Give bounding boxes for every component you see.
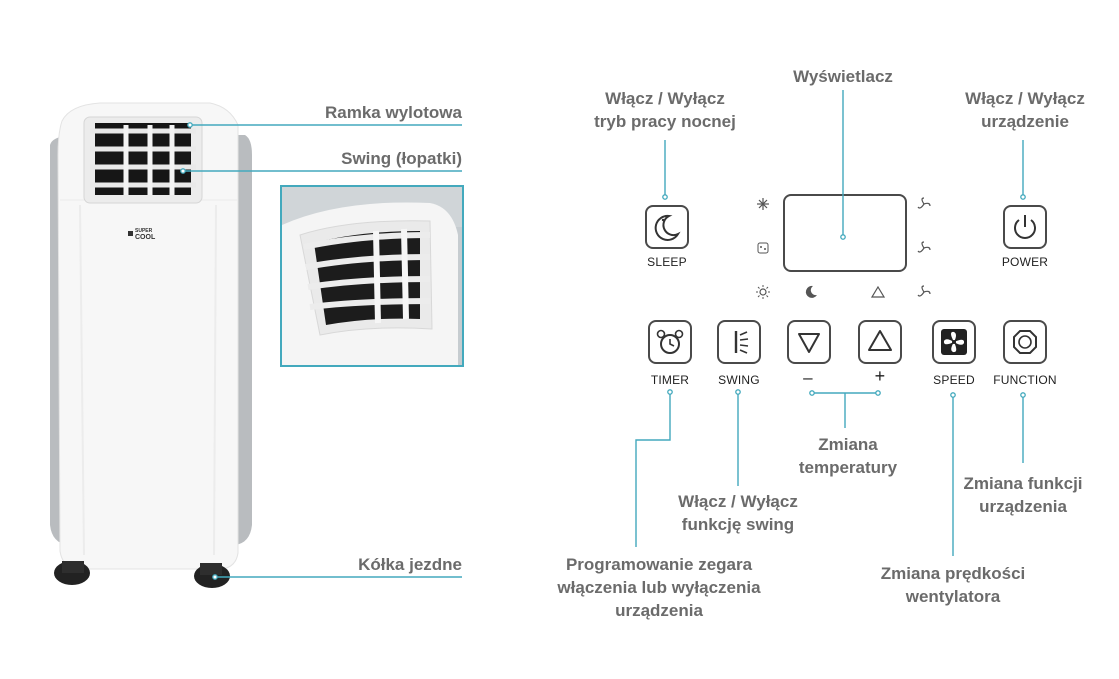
- sleep-button[interactable]: [645, 205, 689, 249]
- fan-high-icon: [917, 197, 931, 209]
- moon-icon: [805, 285, 817, 298]
- sleep-label: SLEEP: [647, 255, 687, 269]
- function-callout-line2: urządzenia: [979, 497, 1067, 516]
- swing-function-callout-line1: Włącz / Wyłącz: [678, 492, 798, 511]
- timer-callout-line3: urządzenia: [615, 601, 703, 620]
- alarm-clock-icon: [656, 329, 684, 354]
- moon-icon: [654, 214, 681, 241]
- timer-callout: Programowanie zegara włączenia lub wyłąc…: [543, 553, 775, 622]
- fan-mid-icon: [917, 241, 931, 253]
- swing-function-callout-line2: funkcję swing: [681, 515, 795, 534]
- timer-button[interactable]: [648, 320, 692, 364]
- speed-button[interactable]: [932, 320, 976, 364]
- brand-bottom: COOL: [135, 234, 156, 241]
- wheels-callout: Kółka jezdne: [358, 555, 462, 574]
- temperature-callout-line2: temperatury: [798, 458, 898, 477]
- swing-icon: [734, 331, 749, 354]
- timer-label: TIMER: [650, 373, 690, 387]
- swing-closeup-photo: [280, 185, 464, 367]
- function-callout-line1: Zmiana funkcji: [963, 474, 1083, 493]
- brand-logo-text: SUPER COOL: [135, 228, 156, 242]
- power-callout: Włącz / Wyłącz urządzenie: [945, 87, 1105, 133]
- power-button[interactable]: [1003, 205, 1047, 249]
- temp-up-button[interactable]: [858, 320, 902, 364]
- speed-callout: Zmiana prędkości wentylatora: [868, 562, 1038, 608]
- sleep-callout: Włącz / Wyłącz tryb pracy nocnej: [580, 87, 750, 133]
- air-conditioner-illustration: [50, 102, 252, 588]
- speed-callout-line1: Zmiana prędkości: [880, 564, 1026, 583]
- timer-callout-line1: Programowanie zegara: [565, 555, 753, 574]
- power-callout-line2: urządzenie: [981, 112, 1069, 131]
- function-callout: Zmiana funkcji urządzenia: [950, 472, 1096, 518]
- timer-callout-line2: włączenia lub wyłączenia: [557, 578, 761, 597]
- function-icon: [1013, 330, 1037, 354]
- swing-callout: Swing (łopatki): [341, 149, 462, 168]
- sleep-callout-line1: Włącz / Wyłącz: [605, 89, 725, 108]
- triangle-up-icon: [871, 286, 885, 298]
- snowflake-icon: [757, 198, 769, 210]
- sleep-callout-line2: tryb pracy nocnej: [594, 112, 736, 131]
- triangle-up-icon: [868, 330, 892, 351]
- swing-function-callout: Włącz / Wyłącz funkcję swing: [658, 490, 818, 536]
- brand-top: SUPER: [135, 228, 153, 234]
- power-callout-line1: Włącz / Wyłącz: [965, 89, 1085, 108]
- display-callout: Wyświetlacz: [793, 67, 893, 86]
- power-label: POWER: [1001, 255, 1049, 269]
- function-button[interactable]: [1003, 320, 1047, 364]
- speed-label: SPEED: [933, 373, 975, 387]
- minus-label: –: [803, 368, 813, 387]
- swing-button[interactable]: [717, 320, 761, 364]
- display-screen: [783, 194, 907, 272]
- fan-icon: [941, 329, 967, 355]
- temperature-callout-line1: Zmiana: [818, 435, 878, 454]
- dehumidify-icon: [757, 242, 769, 254]
- sun-icon: [756, 285, 770, 299]
- fan-low-icon: [917, 285, 931, 297]
- speed-callout-line2: wentylatora: [905, 587, 1001, 606]
- temperature-callout: Zmiana temperatury: [773, 433, 923, 479]
- outlet-frame-callout: Ramka wylotowa: [325, 103, 462, 122]
- triangle-down-icon: [798, 333, 820, 353]
- plus-label: +: [874, 366, 886, 386]
- power-icon: [1014, 215, 1036, 239]
- function-label: FUNCTION: [993, 373, 1057, 387]
- temp-down-button[interactable]: [787, 320, 831, 364]
- swing-label: SWING: [718, 373, 760, 387]
